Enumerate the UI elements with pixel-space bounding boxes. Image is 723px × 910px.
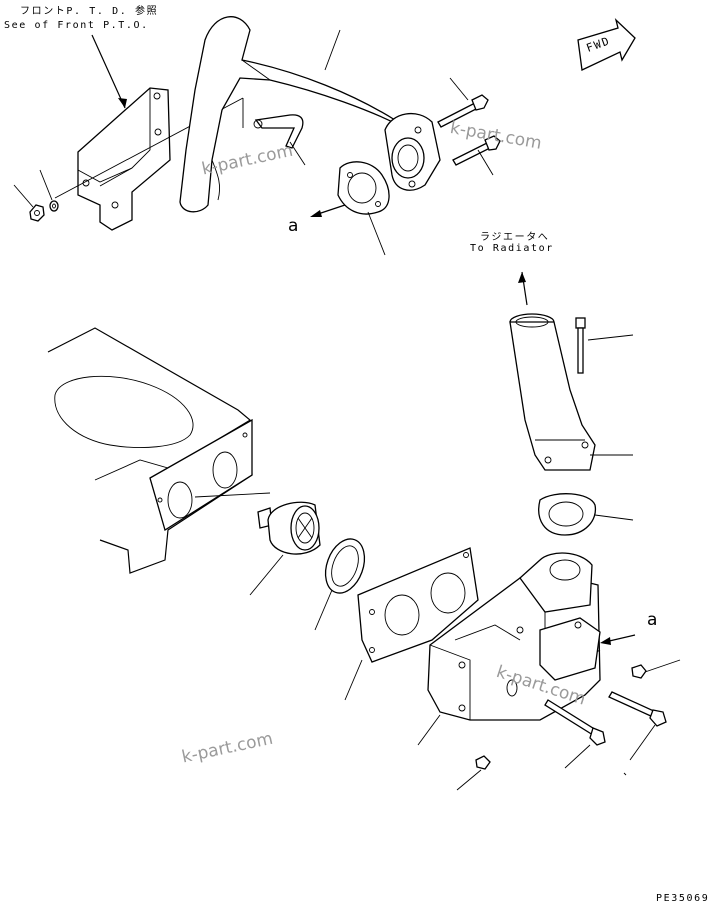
bolt-upper-2 <box>452 135 501 166</box>
thermostat <box>257 501 321 555</box>
gasket-housing <box>357 547 479 663</box>
bolt-housing-1 <box>544 699 606 746</box>
pipe-leader <box>324 29 341 71</box>
bolt-housing-2 <box>608 691 667 727</box>
fwd-arrow <box>577 17 636 71</box>
water-pipe <box>179 16 441 213</box>
bolt-radiator <box>575 317 586 374</box>
pto-bracket <box>77 87 171 231</box>
reference-a-upper: a <box>288 216 299 236</box>
front-pto-label-en: See of Front P.T.O. <box>4 20 149 31</box>
bracket-leader <box>91 34 126 109</box>
nut <box>29 204 45 222</box>
small-bent-pipe <box>253 114 304 149</box>
gasket-upper <box>337 161 390 215</box>
washer <box>49 200 59 212</box>
gasket-outlet <box>538 493 597 536</box>
bolt-upper-1 <box>437 94 489 128</box>
thermostat-seal <box>324 538 366 594</box>
radiator-label-jp: ラジエータへ <box>480 232 550 243</box>
reference-a-lower: a <box>647 610 658 630</box>
radiator-label-en: To Radiator <box>470 243 554 254</box>
thermostat-housing <box>427 552 601 721</box>
plug-upper <box>631 664 647 679</box>
front-pto-label-jp: フロントP. T. D. 参照 <box>20 6 159 17</box>
figure-code: PE35069 <box>656 893 710 904</box>
water-outlet-elbow <box>509 313 596 471</box>
engine-block <box>47 327 271 574</box>
plug-lower <box>475 755 491 770</box>
